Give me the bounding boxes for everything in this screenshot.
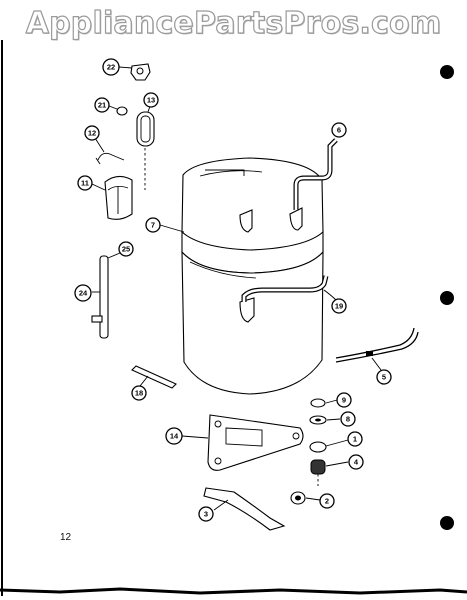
binder-hole-top — [440, 65, 454, 79]
callout-4: 4 — [348, 454, 364, 470]
part-6-tube — [293, 138, 338, 210]
callout-3: 3 — [198, 506, 214, 522]
part-21-grommet — [108, 105, 128, 116]
svg-text:1: 1 — [353, 435, 357, 444]
svg-text:3: 3 — [204, 510, 208, 519]
svg-text:25: 25 — [122, 245, 130, 254]
callout-5: 5 — [376, 369, 392, 385]
part-1-grommet — [309, 441, 327, 453]
svg-text:13: 13 — [147, 96, 155, 105]
svg-text:5: 5 — [382, 373, 386, 382]
svg-text:11: 11 — [81, 179, 89, 188]
svg-text:18: 18 — [135, 389, 143, 398]
callout-2: 2 — [319, 493, 335, 509]
svg-text:6: 6 — [337, 126, 341, 135]
part-3-strap — [203, 487, 286, 531]
part-5-wire — [335, 327, 419, 371]
bottom-frame-edge — [0, 587, 467, 595]
binder-hole-middle — [440, 291, 454, 305]
callout-12: 12 — [84, 125, 100, 141]
callout-13: 13 — [143, 92, 159, 108]
svg-text:22: 22 — [107, 63, 115, 72]
callout-1: 1 — [347, 431, 363, 447]
part-7-compressor — [159, 157, 324, 395]
svg-text:4: 4 — [354, 458, 359, 467]
callout-8: 8 — [340, 411, 356, 427]
svg-text:24: 24 — [79, 289, 88, 298]
part-11-cover — [91, 175, 133, 220]
svg-text:12: 12 — [88, 129, 96, 138]
part-18-pin — [131, 365, 177, 389]
callout-24: 24 — [74, 284, 92, 302]
page-number: 12 — [60, 532, 72, 543]
part-24-relay — [91, 252, 121, 339]
part-4-spring — [310, 459, 326, 475]
callout-7: 7 — [145, 217, 161, 233]
part-22-bracket — [118, 63, 151, 81]
part-9-nut — [310, 398, 326, 408]
svg-text:21: 21 — [98, 101, 106, 110]
callout-18: 18 — [131, 385, 147, 401]
svg-text:8: 8 — [346, 415, 350, 424]
svg-text:2: 2 — [325, 497, 329, 506]
binder-hole-bottom — [440, 516, 454, 530]
callout-9: 9 — [336, 392, 352, 408]
svg-text:14: 14 — [170, 432, 179, 441]
part-19-line — [241, 275, 337, 302]
watermark-logo: AppliancePartsPros.com — [25, 5, 442, 41]
callout-25: 25 — [118, 241, 134, 257]
part-13-gasket — [136, 105, 155, 190]
svg-text:7: 7 — [151, 221, 155, 230]
part-14-base-plate — [181, 414, 304, 471]
callout-14: 14 — [165, 427, 183, 445]
callout-21: 21 — [94, 97, 110, 113]
callout-6: 6 — [331, 122, 347, 138]
callout-22: 22 — [102, 58, 120, 76]
svg-text:19: 19 — [335, 302, 343, 311]
svg-text:9: 9 — [342, 396, 346, 405]
callout-19: 19 — [331, 298, 347, 314]
part-12-clip — [94, 137, 125, 165]
callout-11: 11 — [77, 175, 93, 191]
hardware-stack — [290, 398, 349, 505]
